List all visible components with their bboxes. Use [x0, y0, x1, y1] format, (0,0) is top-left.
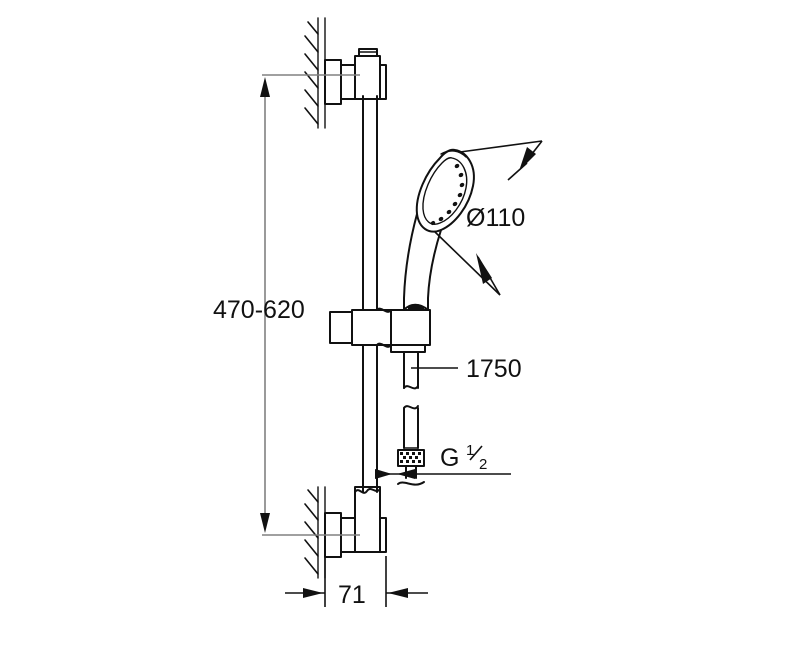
hand-shower-head	[403, 148, 475, 311]
spray-nozzle-ring	[430, 163, 465, 225]
dimension-hose-length: 1750	[411, 355, 522, 383]
thread-label-prefix: G	[440, 444, 459, 472]
dimension-spray-head-diameter: Ø110	[434, 140, 543, 296]
dimension-label-wall-projection: 71	[338, 581, 366, 609]
vertical-slide-rail	[362, 95, 378, 493]
hand-shower-holder	[329, 307, 431, 353]
dimension-label-rail-height: 470-620	[213, 296, 305, 324]
knurl-pattern	[400, 452, 421, 463]
wall-hatching-lower	[304, 489, 319, 575]
wall-section-upper	[304, 17, 326, 129]
thread-label-denominator: 2	[479, 456, 487, 473]
dimension-wall-projection: 71	[285, 556, 428, 609]
dimension-rail-height: 470-620	[213, 74, 360, 536]
wall-hatching-upper	[304, 21, 319, 125]
dimension-label-hose-length: 1750	[466, 355, 522, 383]
knurled-conical-nut	[397, 449, 425, 486]
shower-hose	[403, 351, 419, 449]
wall-section-lower	[304, 486, 326, 579]
lower-wall-bracket	[324, 486, 387, 558]
upper-wall-bracket	[324, 48, 387, 105]
thread-label-numerator: 1	[466, 442, 474, 459]
thread-callout: G 1 2	[375, 442, 511, 479]
dimension-label-spray-head-diameter: Ø110	[466, 204, 525, 232]
